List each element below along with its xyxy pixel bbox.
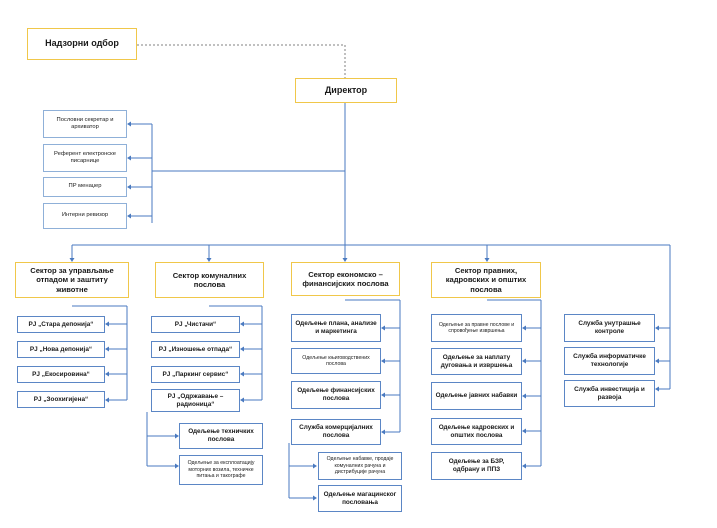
subunit-procurement-sales-label: Одељење набавке, продаје комуналних рачу… xyxy=(326,456,394,476)
unit-safety-label: Одељење за БЗР, одбрану и ППЗ xyxy=(448,458,505,473)
subunit-technical: Одељење техничких послова xyxy=(179,423,263,449)
staff-registry-box: Референт електронске писарнице xyxy=(43,144,127,172)
subunit-warehouse-label: Одељење магацинског пословања xyxy=(323,490,397,506)
unit-parking: РЈ „Паркинг сервис“ xyxy=(151,366,240,383)
unit-finance-label: Одељење финансијских послова xyxy=(297,387,375,402)
director-label: Директор xyxy=(324,84,368,95)
unit-cleaners: РЈ „Чистачи“ xyxy=(151,316,240,333)
unit-hr-label: Одељење кадровских и општих послова xyxy=(438,423,515,439)
unit-waste-removal-label: РЈ „Изношење отпада“ xyxy=(158,345,233,353)
unit-planning: Одељење плана, анализе и маркетинга xyxy=(291,314,381,342)
sector-communal-box: Сектор комуналних послова xyxy=(155,262,264,298)
subunit-technical-label: Одељење техничких послова xyxy=(188,428,254,443)
subunit-warehouse: Одељење магацинског пословања xyxy=(318,485,402,512)
sector-waste-title: Сектор за управљање отпадом и заштиту жи… xyxy=(30,265,114,294)
staff-pr-box: ПР менаџер xyxy=(43,177,127,197)
unit-ecoraw: РЈ „Екосировина“ xyxy=(17,366,105,383)
subunit-vehicles-label: Одељење за експлоатацију моторних возила… xyxy=(187,460,255,480)
unit-planning-label: Одељење плана, анализе и маркетинга xyxy=(295,320,377,335)
unit-legal-label: Одељење за правне послове и спровођење и… xyxy=(438,321,515,335)
unit-maintenance: РЈ „Одржавање – радионица“ xyxy=(151,389,240,412)
director-box: Директор xyxy=(295,78,397,103)
service-investment: Служба инвестиција и развоја xyxy=(564,380,655,407)
unit-zoohygiene: РЈ „Зоохигијена“ xyxy=(17,391,105,408)
staff-auditor-box: Интерни ревизор xyxy=(43,203,127,229)
supervisory-board-label: Надзорни одбор xyxy=(45,38,119,49)
sector-communal-title: Сектор комуналних послова xyxy=(172,270,247,289)
subunit-procurement-sales: Одељење набавке, продаје комуналних рачу… xyxy=(318,452,402,480)
unit-ecoraw-label: РЈ „Екосировина“ xyxy=(32,370,90,378)
unit-parking-label: РЈ „Паркинг сервис“ xyxy=(162,370,229,378)
unit-public-procurement: Одељење јавних набавки xyxy=(431,382,522,410)
staff-secretary-label: Пословни секретар и архиватор xyxy=(56,116,114,130)
service-internal-control: Служба унутрашње контроле xyxy=(564,314,655,342)
unit-hr: Одељење кадровских и општих послова xyxy=(431,418,522,445)
unit-debt-collection: Одељење за наплату дуговања и извршења xyxy=(431,348,522,375)
unit-maintenance-label: РЈ „Одржавање – радионица“ xyxy=(167,392,224,408)
staff-auditor-label: Интерни ревизор xyxy=(61,212,109,219)
sector-economic-title: Сектор економско – финансијских послова xyxy=(302,269,389,288)
unit-accounting-label: Одељење књиговодствених послова xyxy=(302,354,370,368)
unit-cleaners-label: РЈ „Чистачи“ xyxy=(174,320,217,328)
service-it: Служба информатичке технологије xyxy=(564,347,655,375)
unit-zoohygiene-label: РЈ „Зоохигијена“ xyxy=(33,395,89,403)
service-investment-label: Служба инвестиција и развоја xyxy=(574,385,645,401)
unit-finance: Одељење финансијских послова xyxy=(291,381,381,409)
sector-legal-title: Сектор правних, кадровских и општих посл… xyxy=(445,265,527,294)
unit-commercial: Служба комерцијалних послова xyxy=(291,419,381,445)
unit-waste-removal: РЈ „Изношење отпада“ xyxy=(151,341,240,358)
unit-new-landfill: РЈ „Нова депонија“ xyxy=(17,341,105,358)
unit-legal: Одељење за правне послове и спровођење и… xyxy=(431,314,522,342)
staff-pr-label: ПР менаџер xyxy=(68,183,102,190)
unit-accounting: Одељење књиговодствених послова xyxy=(291,348,381,374)
unit-old-landfill-label: РЈ „Стара депонија“ xyxy=(28,320,94,328)
unit-public-procurement-label: Одељење јавних набавки xyxy=(435,392,518,399)
unit-safety: Одељење за БЗР, одбрану и ППЗ xyxy=(431,452,522,480)
service-internal-control-label: Служба унутрашње контроле xyxy=(578,320,641,335)
subunit-vehicles: Одељење за експлоатацију моторних возила… xyxy=(179,455,263,485)
sector-waste-box: Сектор за управљање отпадом и заштиту жи… xyxy=(15,262,129,298)
unit-commercial-label: Служба комерцијалних послова xyxy=(299,424,373,439)
supervisory-board-box: Надзорни одбор xyxy=(27,28,137,60)
unit-debt-collection-label: Одељење за наплату дуговања и извршења xyxy=(440,353,513,369)
sector-legal-box: Сектор правних, кадровских и општих посл… xyxy=(431,262,541,298)
unit-old-landfill: РЈ „Стара депонија“ xyxy=(17,316,105,333)
unit-new-landfill-label: РЈ „Нова депонија“ xyxy=(29,345,93,353)
staff-registry-label: Референт електронске писарнице xyxy=(53,150,116,164)
sector-economic-box: Сектор економско – финансијских послова xyxy=(291,262,400,296)
staff-secretary-box: Пословни секретар и архиватор xyxy=(43,110,127,138)
service-it-label: Служба информатичке технологије xyxy=(573,353,646,368)
